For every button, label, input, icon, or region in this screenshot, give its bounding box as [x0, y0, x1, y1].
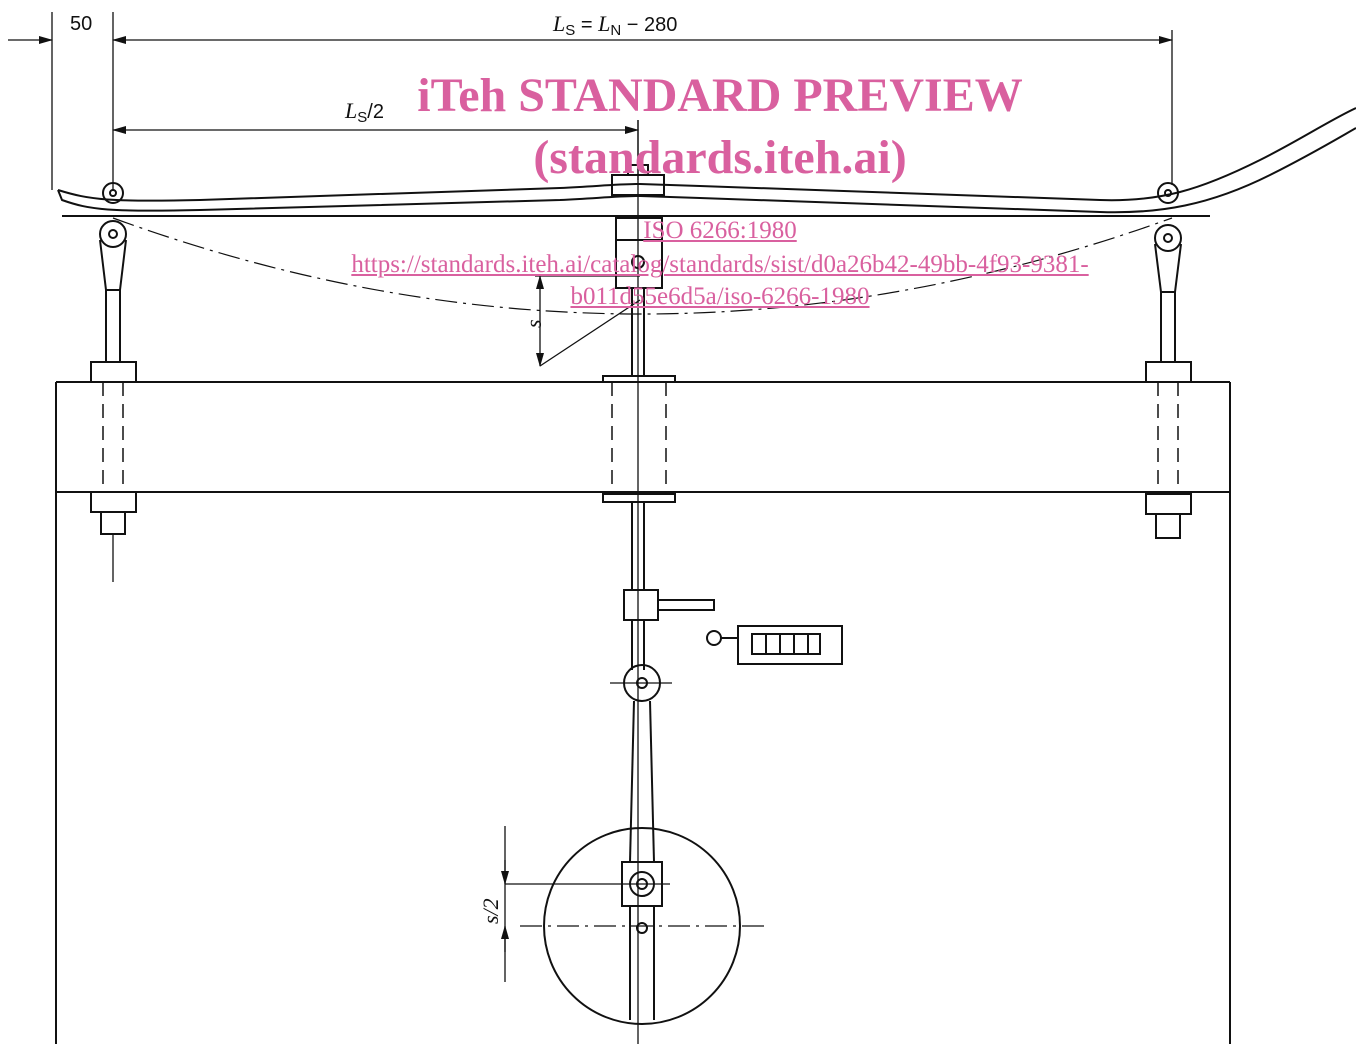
counter-trigger — [623, 589, 715, 670]
stroke-counter — [706, 625, 843, 665]
stroke-label: s — [521, 319, 546, 328]
crank-disc — [505, 827, 766, 1025]
leaf-spring — [57, 107, 1356, 367]
half-stroke-dimension: s/2 — [478, 826, 509, 982]
watermark-subtitle: (standards.iteh.ai) — [533, 131, 907, 184]
machine-frame — [55, 381, 1231, 1044]
span-dimension-label: LS = LN − 280 — [552, 11, 677, 39]
stroke-dimension: s — [521, 275, 640, 367]
central-clamp — [611, 120, 665, 1044]
watermark-catalog-link[interactable]: https://standards.iteh.ai/catalog/standa… — [351, 251, 1089, 278]
watermark-title: iTeh STANDARD PREVIEW — [417, 69, 1023, 122]
dimension-overall: 50 LS = LN − 280 — [8, 11, 1173, 190]
watermark-iso-link[interactable]: ISO 6266:1980 — [643, 217, 797, 244]
offset-dimension-label: 50 — [70, 13, 92, 35]
watermark-catalog-link-continued[interactable]: b011d55e6d5a/iso-6266-1980 — [570, 283, 870, 310]
right-support — [1145, 182, 1192, 539]
half-span-label: LS/2 — [344, 98, 384, 126]
guide-bushing — [602, 375, 676, 590]
rod-joint — [610, 664, 672, 863]
left-support — [90, 182, 137, 582]
half-stroke-label: s/2 — [478, 898, 503, 924]
dimension-half-span: LS/2 — [112, 98, 639, 180]
